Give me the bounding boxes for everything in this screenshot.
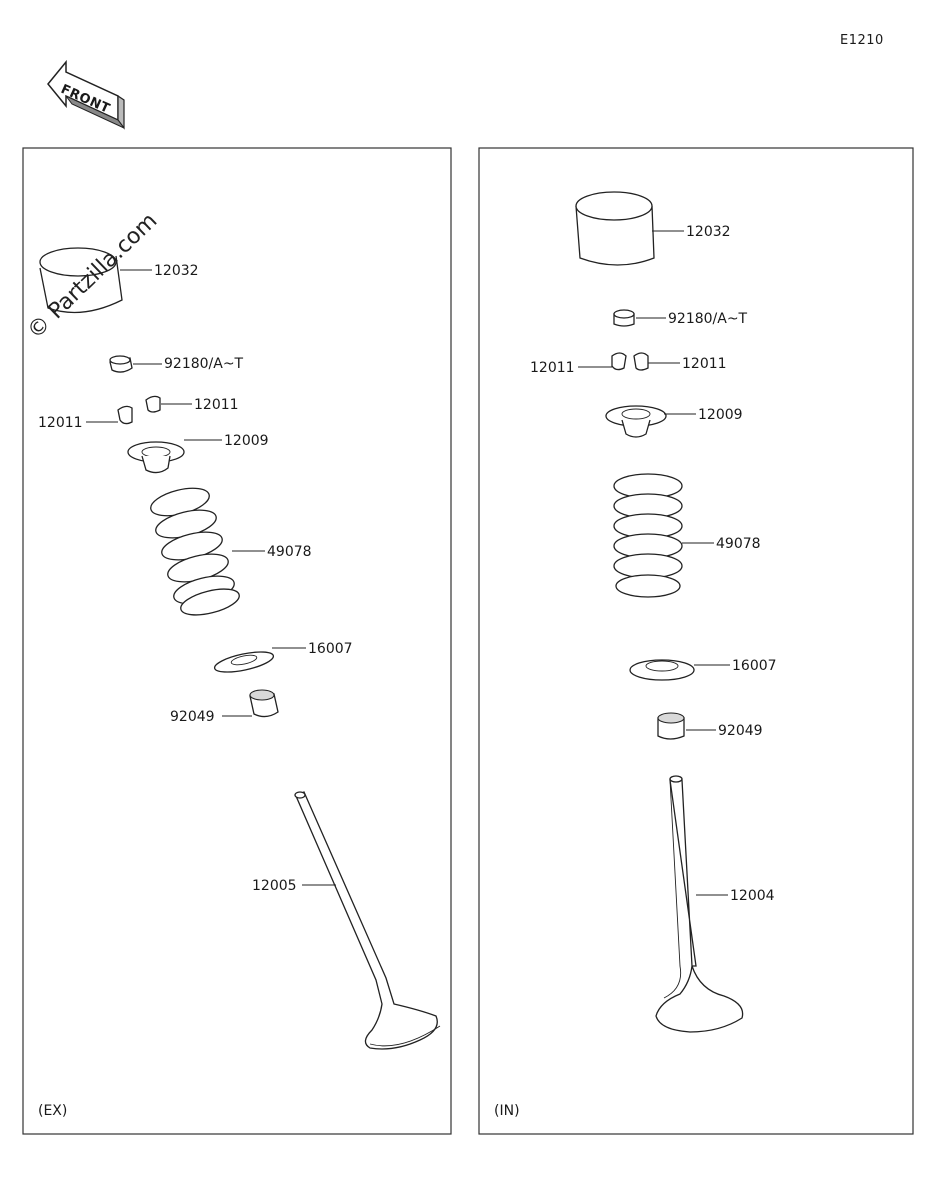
cotter-part-ex-left [86, 405, 133, 425]
label-12011-ex-left: 12011 [38, 415, 83, 431]
label-12009-ex: 12009 [224, 433, 269, 449]
label-16007-ex: 16007 [308, 641, 353, 657]
label-16007-in: 16007 [732, 658, 777, 674]
label-92049-ex: 92049 [170, 709, 215, 725]
exhaust-valve-part [294, 791, 441, 1050]
cotter-part-ex-right [145, 395, 192, 413]
label-12004-in: 12004 [730, 888, 775, 904]
intake-valve-part [655, 775, 744, 1033]
label-92180-in: 92180/A~T [668, 311, 748, 327]
label-12032-ex: 12032 [154, 263, 199, 279]
valve-spring-part-ex [150, 487, 265, 616]
front-arrow-icon: FRONT [47, 59, 125, 130]
exhaust-panel-border [22, 147, 452, 1135]
label-92049-in: 92049 [718, 723, 763, 739]
label-49078-ex: 49078 [267, 544, 312, 560]
label-12011-in-left: 12011 [530, 360, 575, 376]
label-49078-in: 49078 [716, 536, 761, 552]
label-12032-in: 12032 [686, 224, 731, 240]
exhaust-panel: 12032 © Partzilla.com 92180/A~T 12011 12… [22, 147, 452, 1135]
label-12011-in-right: 12011 [682, 356, 727, 372]
tappet-part-in [575, 191, 684, 266]
cotter-part-in-right [633, 352, 680, 371]
cotter-part-in-left [578, 352, 627, 371]
retainer-part-ex [127, 439, 222, 474]
tappet-part-ex [39, 247, 152, 314]
spring-seat-part-in [629, 659, 730, 681]
valve-spring-part-in [613, 473, 714, 598]
intake-panel: 12032 92180/A~T 12011 12011 12009 [478, 147, 914, 1135]
intake-panel-tag: (IN) [494, 1103, 520, 1119]
retainer-part-in [605, 405, 696, 438]
shim-part-ex [109, 355, 162, 373]
diagram-code: E1210 [840, 33, 884, 48]
valve-seal-part-in [657, 712, 716, 740]
label-12009-in: 12009 [698, 407, 743, 423]
shim-part-in [613, 309, 666, 327]
spring-seat-part-ex [213, 647, 306, 673]
label-92180-ex: 92180/A~T [164, 356, 244, 372]
exhaust-panel-tag: (EX) [38, 1103, 67, 1119]
valve-seal-part-ex [222, 689, 279, 718]
intake-panel-border [478, 147, 914, 1135]
label-12011-ex-right: 12011 [194, 397, 239, 413]
label-12005-ex: 12005 [252, 878, 297, 894]
